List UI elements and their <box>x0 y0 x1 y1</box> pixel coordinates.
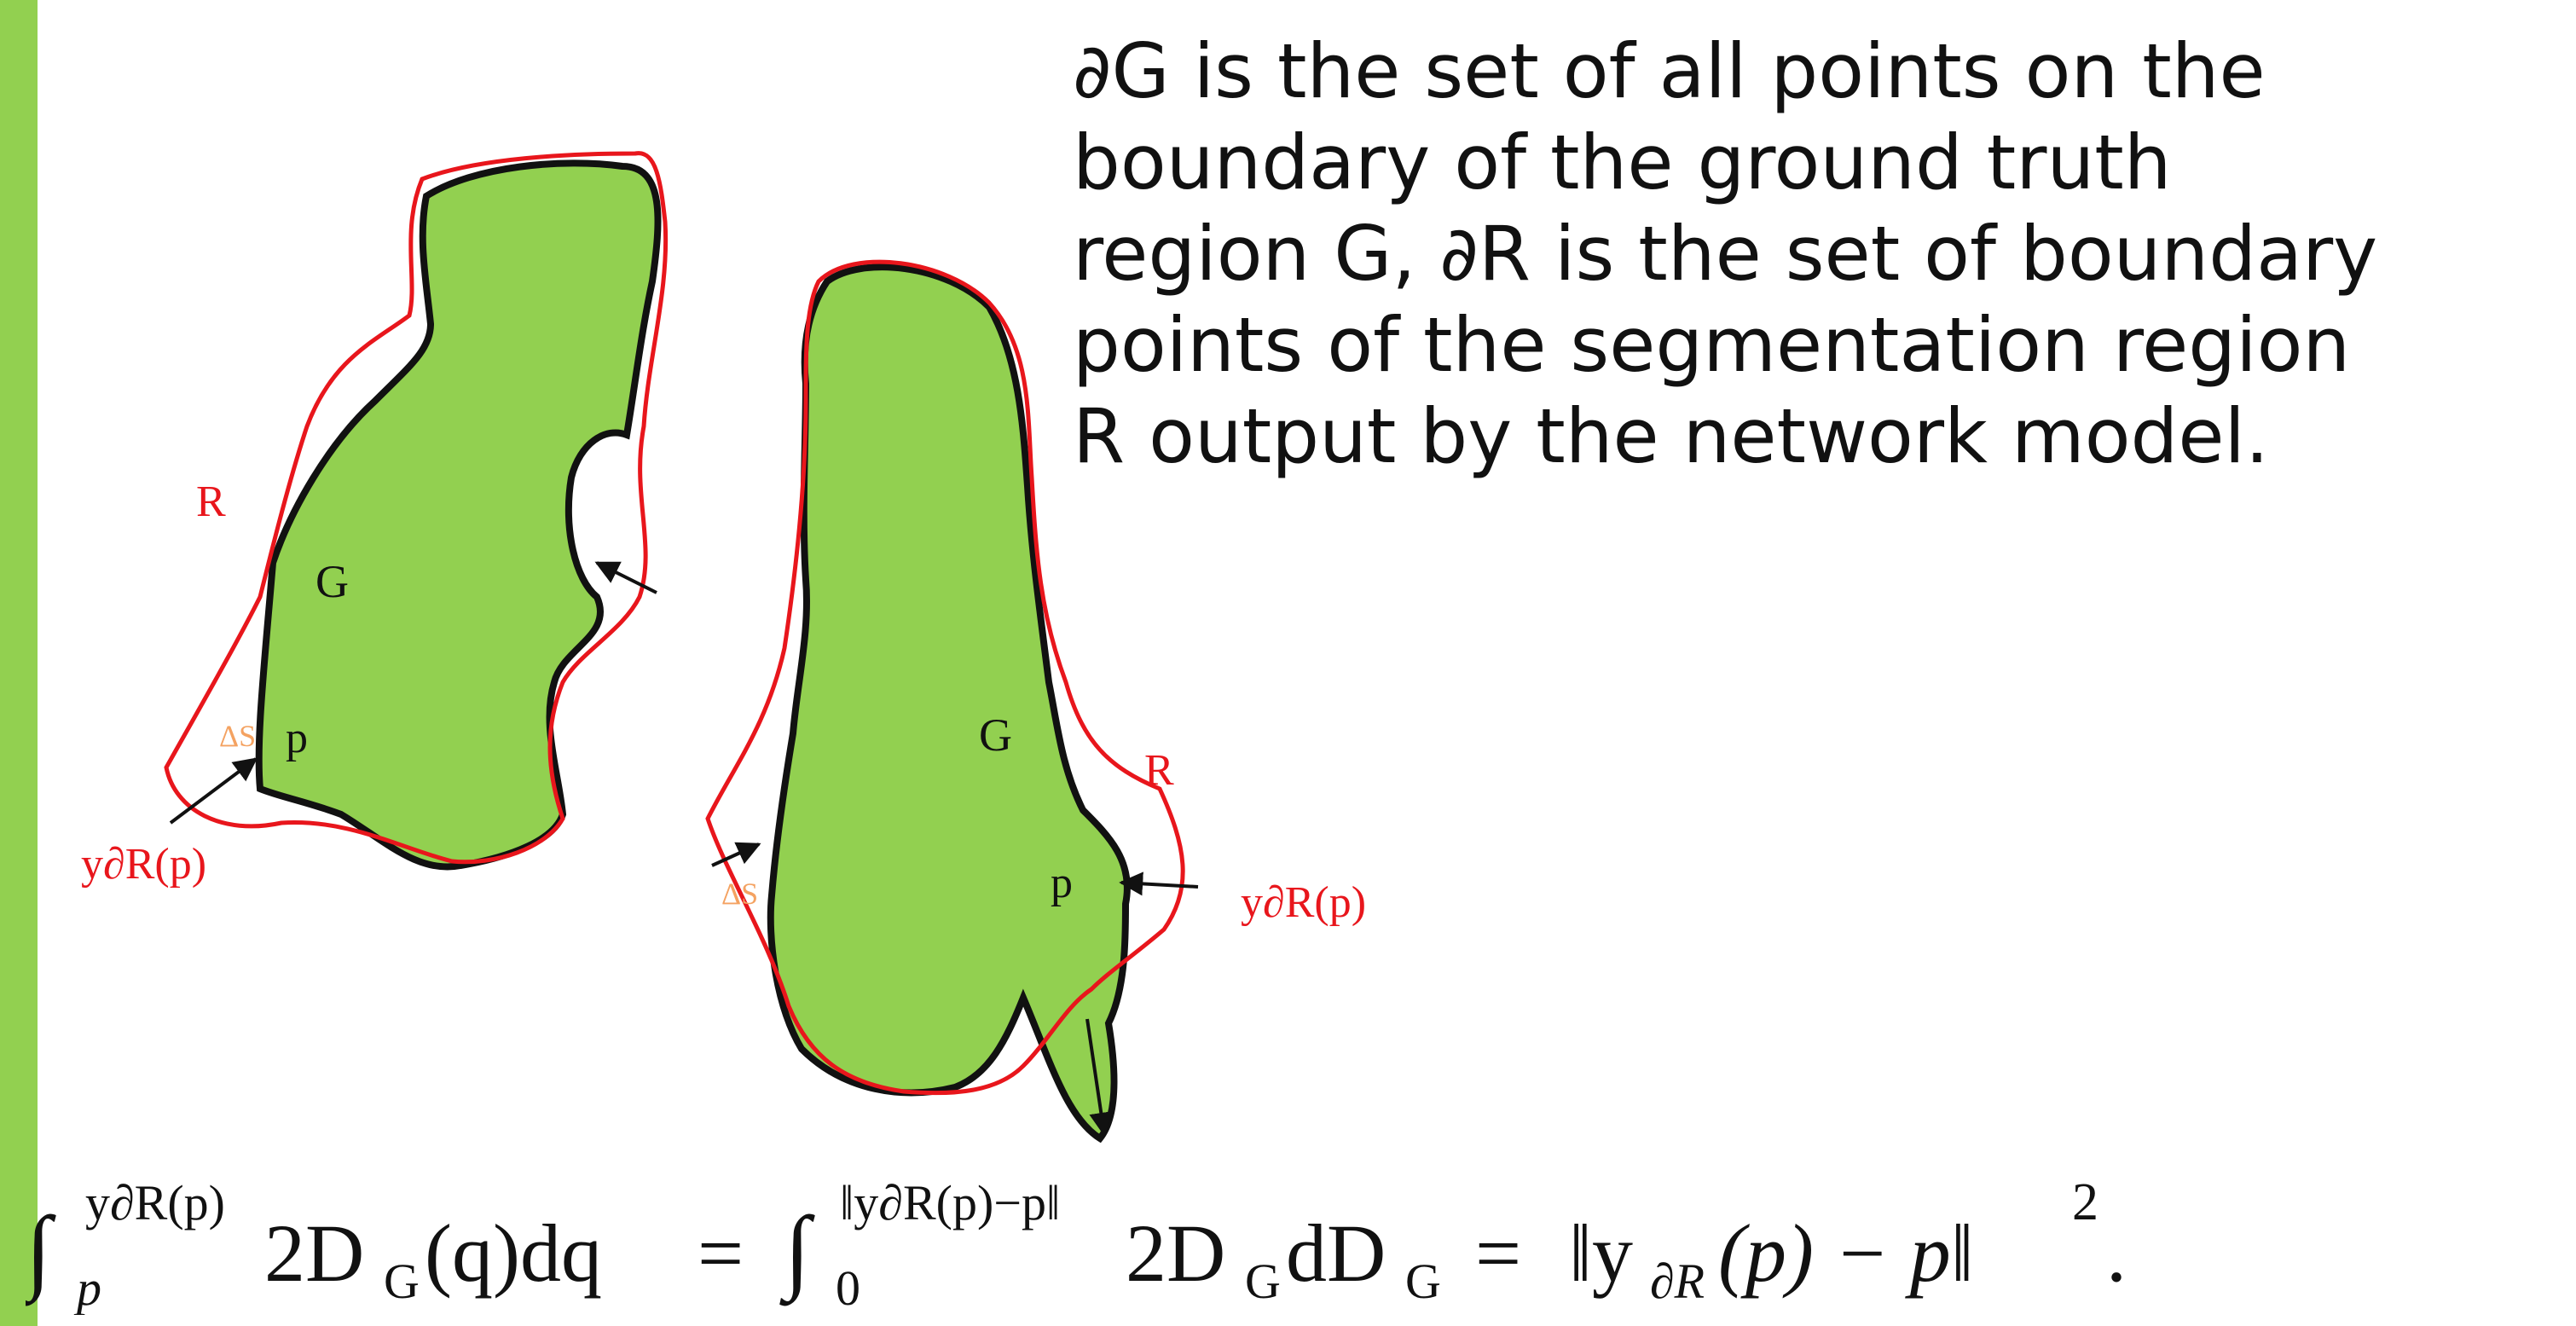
boundary-integral-formula: ∫ y∂R(p) p 2D G (q)dq = ∫ ‖y∂R(p)−p‖ 0 2… <box>26 1173 2127 1315</box>
right-projection-label: y∂R(p) <box>1241 878 1366 927</box>
description-line-5: R output by the network model. <box>1073 392 2269 480</box>
accent-bar <box>0 0 38 1326</box>
left-seg-label: R <box>196 478 226 526</box>
left-projection-label: y∂R(p) <box>81 840 206 889</box>
left-projection-arrow <box>169 757 258 825</box>
lhs-integrand-sub: G <box>384 1254 420 1309</box>
lhs-integrand-arg: (q)dq <box>425 1207 602 1299</box>
left-shape: R G p ΔS y∂R(p) <box>81 151 669 889</box>
right-gap-arrow-tip <box>1085 1018 1114 1137</box>
rhs2-exponent: 2 <box>2072 1173 2098 1231</box>
left-gap-arrow <box>594 561 657 594</box>
right-shape: G R p ΔS y∂R(p) <box>705 259 1366 1144</box>
right-seg-label: R <box>1144 746 1174 795</box>
right-segmentation-boundary <box>705 259 1185 1096</box>
right-gap-arrow-left <box>711 842 761 867</box>
left-point-label: p <box>286 714 308 762</box>
rhs1-sub-2: G <box>1405 1254 1441 1309</box>
rhs2-norm-open: ‖y <box>1569 1207 1633 1299</box>
left-segmentation-boundary <box>164 151 669 865</box>
rhs2-sub: ∂R <box>1650 1254 1705 1309</box>
rhs2-tail: (p) − p‖ <box>1718 1207 1974 1299</box>
rhs1-sub-1: G <box>1245 1254 1281 1309</box>
lhs-integrand: 2D <box>264 1207 364 1299</box>
description-line-1: ∂G is the set of all points on the <box>1073 27 2266 115</box>
rhs1-integral-sign: ∫ <box>779 1197 815 1306</box>
rhs1-integrand: 2D <box>1126 1207 1225 1299</box>
lhs-upper-limit: y∂R(p) <box>85 1175 225 1230</box>
rhs1-mid: dD <box>1286 1207 1386 1299</box>
left-delta-s-label: ΔS <box>219 719 256 753</box>
equals-sign-1: = <box>698 1207 744 1299</box>
right-delta-s-label: ΔS <box>721 877 758 911</box>
left-ground-truth-region <box>255 159 662 871</box>
description-line-2: boundary of the ground truth <box>1073 119 2172 206</box>
lhs-lower-limit: p <box>73 1260 101 1315</box>
equals-sign-2: = <box>1475 1207 1521 1299</box>
rhs1-upper-limit: ‖y∂R(p)−p‖ <box>840 1175 1060 1230</box>
description-line-3: region G, ∂R is the set of boundary <box>1073 210 2378 298</box>
description-line-4: points of the segmentation region <box>1073 301 2351 389</box>
right-projection-arrow <box>1119 871 1199 896</box>
formula-period: . <box>2106 1207 2127 1299</box>
rhs1-lower-limit: 0 <box>836 1260 860 1315</box>
right-ground-truth-region <box>767 263 1131 1144</box>
description-text: ∂G is the set of all points on the bound… <box>1073 26 2556 482</box>
lhs-integral-sign: ∫ <box>26 1197 56 1306</box>
left-region-label: G <box>315 556 349 607</box>
right-point-label: p <box>1051 859 1073 907</box>
boundary-diagram: R G p ΔS y∂R(p) G R p ΔS y∂R(p) <box>81 151 1366 1144</box>
right-region-label: G <box>979 709 1012 761</box>
